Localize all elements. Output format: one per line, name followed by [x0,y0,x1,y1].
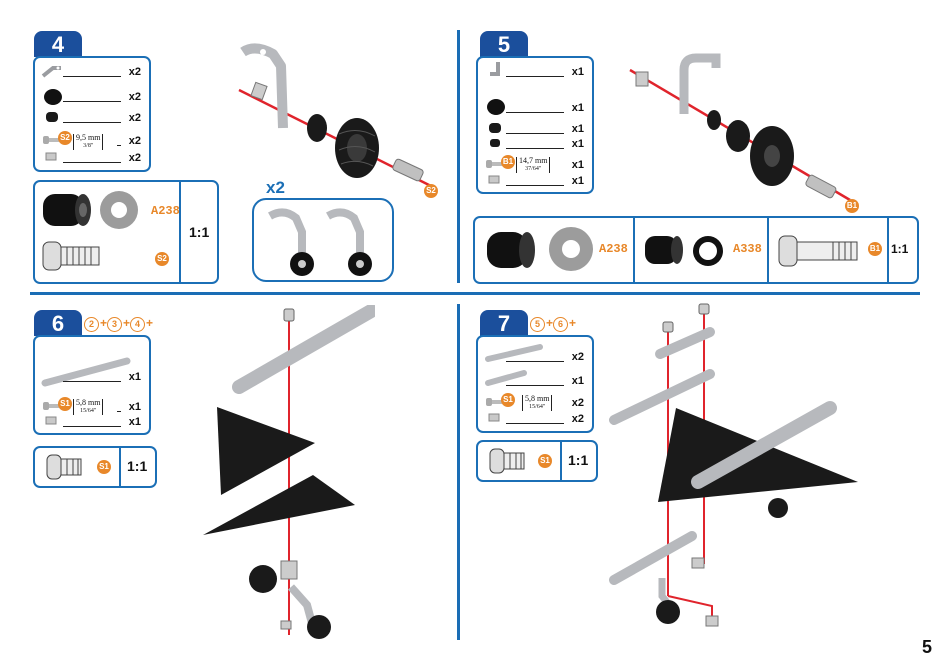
screw-icon [489,448,525,474]
list-item: x1 [484,62,586,80]
short-strip-icon [485,370,527,386]
nut-icon [45,152,57,161]
spacer-icon [46,112,58,122]
screw-icon [778,235,858,267]
assembly-diagram [238,43,436,190]
screw-icon [486,160,502,168]
list-item: x1 [484,370,586,389]
angle-bracket-icon [41,66,61,78]
subassembly-box [252,198,394,282]
washer-icon [100,191,138,229]
strip-icon [485,344,543,362]
list-item: x2 [484,413,586,427]
screw-icon [42,241,100,271]
spacer-icon [43,194,91,226]
small-spacer-icon [490,139,500,147]
screw-icon [43,136,59,144]
list-item: x1 [41,357,143,387]
rubber-ring-icon [44,89,62,105]
page-number: 5 [921,637,932,657]
list-item: x1 [484,175,586,189]
list-item: x2 [41,112,143,126]
list-item: x1 [484,138,586,152]
assembly-diagram [629,53,851,202]
list-item: x2 [41,89,143,105]
assembly-diagram [609,303,858,627]
step-number: 4 [34,31,82,57]
prerequisite-steps: 2+3+4+ [84,316,153,332]
scale-box: A238 A338 B1 1:1 [473,216,919,284]
assembly-diagram [203,305,375,639]
scale-box: A238 S2 1:1 [33,180,219,284]
nut-icon [488,175,500,184]
prerequisite-steps: 5+6+ [530,316,576,332]
step-number: 6 [34,310,82,336]
list-item: x1 [484,99,586,116]
nut-icon [488,413,500,422]
spacer-icon [487,232,535,268]
horizontal-divider [30,292,920,295]
vertical-divider-bottom [457,304,460,640]
subassembly-diagram [268,208,372,276]
strip-icon [41,357,131,387]
angle-bracket-icon [490,62,500,76]
washer-icon [549,227,593,271]
screw-icon [46,454,82,480]
list-item: x1 [41,416,143,430]
step-number: 5 [480,31,528,57]
nut-icon [45,416,57,425]
list-item: x2 [41,152,143,166]
rubber-ring-icon [487,99,505,115]
scale-box: S1 1:1 [476,440,598,482]
spacer-icon [489,123,501,133]
screw-icon [43,402,59,410]
step-number: 7 [480,310,528,336]
list-item: x2 [484,344,586,365]
washer-icon [693,236,723,266]
vertical-divider-top [457,30,460,283]
scale-box: S1 1:1 [33,446,157,488]
list-item: x2 [41,66,143,80]
small-spacer-icon [645,236,683,264]
list-item: x1 [484,123,586,137]
screw-icon [486,398,502,406]
